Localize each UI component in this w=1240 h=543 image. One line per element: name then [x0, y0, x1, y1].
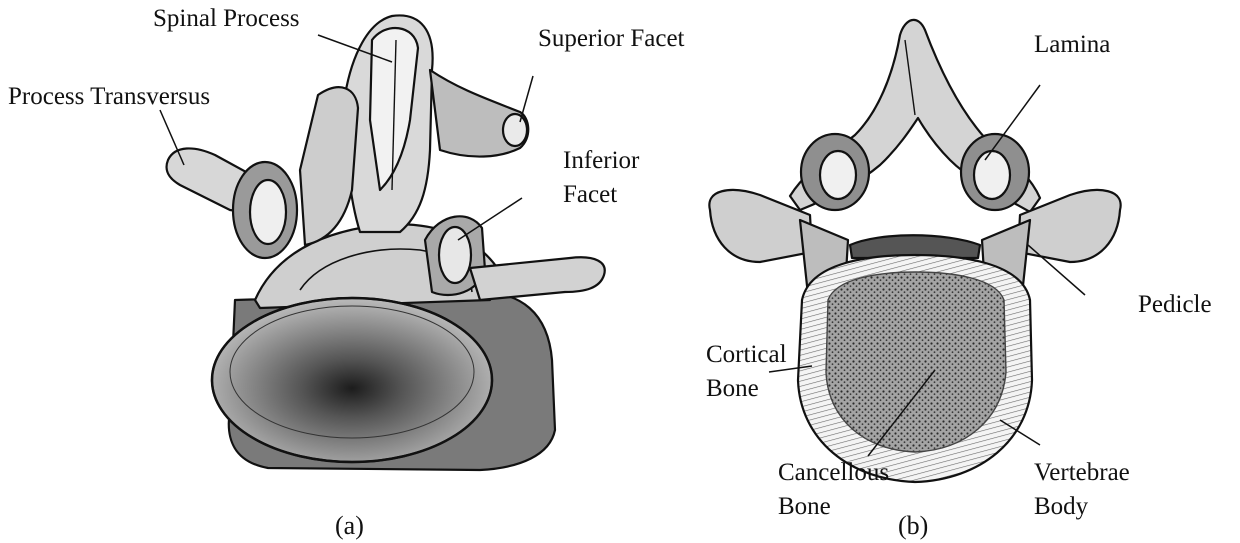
panel-b-illustration	[709, 20, 1120, 482]
label-vertebrae-body-line2: Body	[1034, 492, 1088, 521]
label-cortical-bone-line1: Cortical	[706, 340, 787, 369]
label-inferior-facet-line1: Inferior	[563, 146, 639, 175]
label-pedicle: Pedicle	[1138, 290, 1212, 319]
caption-panel-b: (b)	[898, 511, 928, 540]
label-cortical-bone-line2: Bone	[706, 374, 759, 403]
panel-a-illustration	[167, 15, 605, 470]
label-vertebrae-body-line1: Vertebrae	[1034, 458, 1130, 487]
label-superior-facet: Superior Facet	[538, 24, 684, 53]
label-spinal-process: Spinal Process	[153, 4, 300, 33]
label-inferior-facet-line2: Facet	[563, 180, 617, 209]
label-lamina: Lamina	[1034, 30, 1110, 59]
label-cancellous-bone-line1: Cancellous	[778, 458, 889, 487]
caption-panel-a: (a)	[335, 511, 364, 540]
label-process-transversus: Process Transversus	[8, 82, 210, 111]
label-cancellous-bone-line2: Bone	[778, 492, 831, 521]
leader-superior-facet	[520, 76, 533, 122]
